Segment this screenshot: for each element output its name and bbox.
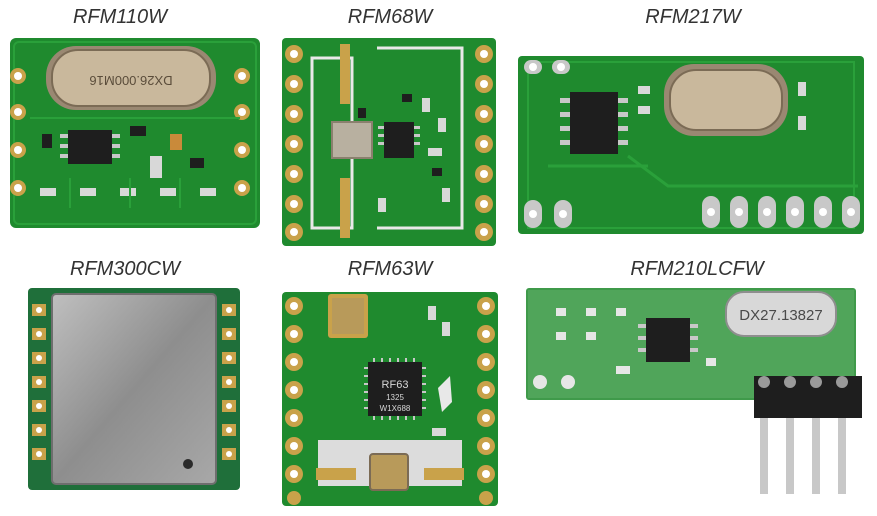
module-rfm300cw (28, 288, 240, 490)
chip-marking-line-1: RF63 (382, 379, 409, 391)
chip-marking-line-2: 1325 (386, 393, 404, 402)
module-rfm217w (518, 56, 864, 234)
label-rfm110w: RFM110W (72, 6, 168, 28)
module-rfm110w: DX26.000M16 (10, 38, 260, 228)
chip-marking-line-3: W1X688 (380, 404, 411, 413)
crystal-marking: DX26.000M16 (89, 73, 172, 88)
crystal-marking: DX27.13827 (739, 307, 822, 324)
label-rfm63w: RFM63W (347, 258, 433, 280)
label-rfm217w: RFM217W (645, 6, 741, 28)
module-rfm68w (282, 38, 496, 246)
module-rfm63w: RF63 1325 W1X688 (282, 292, 498, 506)
module-rfm210lcfw: DX27.13827 (526, 288, 862, 500)
label-rfm210lcfw: RFM210LCFW (630, 258, 764, 280)
label-rfm300cw: RFM300CW (69, 258, 180, 280)
label-rfm68w: RFM68W (347, 6, 433, 28)
